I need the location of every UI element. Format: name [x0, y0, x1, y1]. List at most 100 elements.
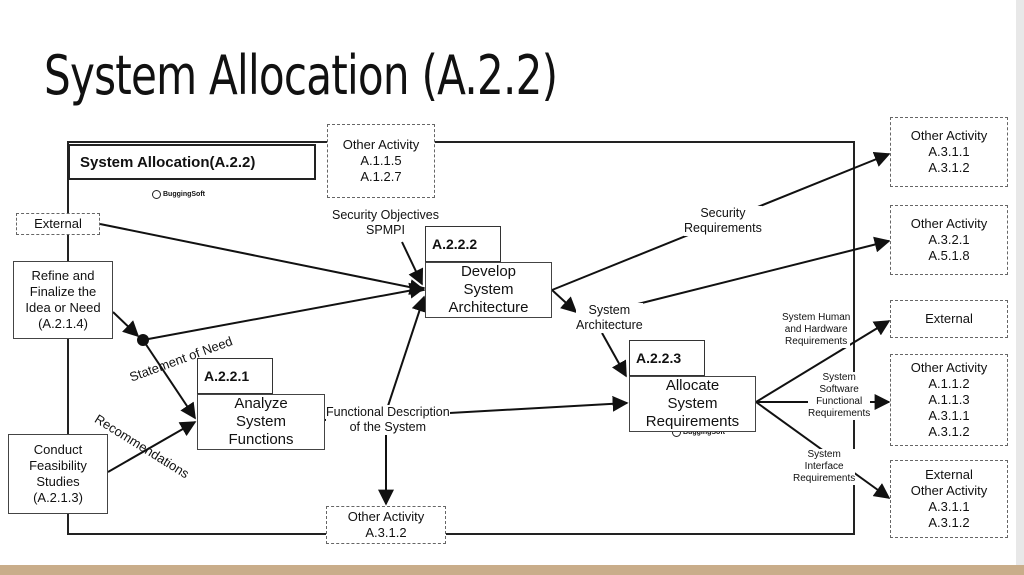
a223-activity-box: Allocate System Requirements: [629, 376, 756, 432]
other-top-line-3: A.1.2.7: [360, 169, 402, 184]
o5-line-2: Other Activity: [910, 483, 988, 498]
arrow-need-to-a221: [142, 339, 196, 420]
need-junction-dot: [137, 334, 149, 346]
security-requirements-line-1: Security: [700, 206, 746, 220]
o5-line-4: A.3.1.2: [928, 515, 970, 530]
interface-line-3: Requirements: [793, 473, 856, 484]
output-other-activity-4: Other Activity A.1.1.2 A.1.1.3 A.3.1.1 A…: [890, 354, 1008, 446]
arrow-need-to-a222: [142, 282, 426, 341]
human-hardware-line-2: and Hardware: [784, 324, 848, 335]
arrow-security-objectives-to-a222: [401, 241, 424, 286]
other-activity-top-box: Other Activity A.1.1.5 A.1.2.7: [327, 124, 435, 198]
interface-line-2: Interface: [804, 461, 844, 472]
o4-line-2: A.1.1.2: [928, 376, 970, 391]
refine-line-1: Refine and: [31, 268, 95, 283]
a221-name-line-2: System: [235, 413, 286, 430]
output-external-other-activity: External Other Activity A.3.1.1 A.3.1.2: [890, 460, 1008, 538]
buggingsoft-logo: BuggingSoft: [152, 190, 205, 199]
human-hardware-label: System Human and Hardware Requirements: [782, 312, 851, 348]
o1-line-3: A.3.1.2: [928, 160, 970, 175]
external-input-label: External: [34, 216, 82, 231]
output-other-activity-1: Other Activity A.3.1.1 A.3.1.2: [890, 117, 1008, 187]
right-edge-strip: [1016, 0, 1024, 565]
software-line-2: Software: [819, 384, 859, 395]
a222-activity-box: Develop System Architecture: [425, 262, 552, 318]
a221-id-tab: A.2.2.1: [197, 358, 273, 394]
refine-line-4: (A.2.1.4): [38, 316, 88, 331]
o2-line-2: A.3.2.1: [928, 232, 970, 247]
arrow-a222-to-architecture: [551, 289, 578, 314]
a222-id: A.2.2.2: [432, 236, 478, 252]
a221-name-line-1: Analyze: [234, 395, 288, 412]
bottom-accent-bar: [0, 565, 1024, 575]
functional-description-line-2: of the System: [349, 420, 427, 434]
arrow-functional-to-a222: [385, 295, 428, 413]
a222-name-line-3: Architecture: [448, 299, 529, 316]
conduct-feasibility-box: Conduct Feasibility Studies (A.2.1.3): [8, 434, 108, 514]
o2-line-3: A.5.1.8: [928, 248, 970, 263]
o4-line-3: A.1.1.3: [928, 392, 970, 407]
interface-label: System Interface Requirements: [793, 449, 856, 485]
logo-text-2: BuggingSoft: [683, 429, 725, 436]
a223-name-line-1: Allocate: [665, 377, 720, 394]
other-activity-bottom-box: Other Activity A.3.1.2: [326, 506, 446, 544]
o3-line-1: External: [925, 311, 973, 326]
frame-title: System Allocation(A.2.2): [68, 144, 316, 180]
o1-line-1: Other Activity: [910, 128, 988, 143]
external-input-box: External: [16, 213, 100, 235]
functional-description-label: Functional Description of the System: [326, 405, 450, 435]
security-objectives-line-2: SPMPI: [366, 223, 405, 237]
other-top-line-2: A.1.1.5: [360, 153, 402, 168]
a222-id-tab: A.2.2.2: [425, 226, 501, 262]
a223-name-line-3: Requirements: [645, 413, 740, 430]
a223-id: A.2.2.3: [636, 350, 682, 366]
software-line-3: Functional: [816, 396, 863, 407]
a223-id-tab: A.2.2.3: [629, 340, 705, 376]
slide-title: System Allocation (A.2.2): [44, 44, 558, 107]
security-objectives-line-1: Security Objectives: [332, 208, 439, 222]
conduct-line-1: Conduct: [33, 442, 83, 457]
o5-line-1: External: [925, 467, 973, 482]
o4-line-5: A.3.1.2: [928, 424, 970, 439]
system-architecture-line-1: System: [588, 303, 631, 317]
o2-line-1: Other Activity: [910, 216, 988, 231]
arrow-external-to-a222: [99, 223, 426, 295]
functional-description-line-1: Functional Description: [326, 405, 450, 419]
conduct-line-4: (A.2.1.3): [33, 490, 83, 505]
security-requirements-label: Security Requirements: [684, 206, 762, 236]
a222-name-line-2: System: [463, 281, 514, 298]
other-bottom-line-1: Other Activity: [347, 509, 425, 524]
system-architecture-line-2: Architecture: [576, 318, 643, 332]
o5-line-3: A.3.1.1: [928, 499, 970, 514]
output-external: External: [890, 300, 1008, 338]
refine-idea-box: Refine and Finalize the Idea or Need (A.…: [13, 261, 113, 339]
software-line-4: Requirements: [808, 408, 871, 419]
o1-line-2: A.3.1.1: [928, 144, 970, 159]
conduct-line-2: Feasibility: [29, 458, 87, 473]
arrow-refine-to-junction: [112, 311, 140, 338]
logo-mark: [152, 190, 161, 199]
interface-line-1: System: [807, 449, 841, 460]
o4-line-1: Other Activity: [910, 360, 988, 375]
a223-name-line-2: System: [667, 395, 718, 412]
human-hardware-line-3: Requirements: [785, 336, 848, 347]
output-other-activity-2: Other Activity A.3.2.1 A.5.1.8: [890, 205, 1008, 275]
other-top-line-1: Other Activity: [342, 137, 420, 152]
logo-text: BuggingSoft: [163, 191, 205, 198]
a221-activity-box: Analyze System Functions: [197, 394, 325, 450]
a221-id: A.2.2.1: [204, 368, 250, 384]
arrow-conduct-to-a221: [107, 421, 197, 473]
refine-line-3: Idea or Need: [25, 300, 101, 315]
refine-line-2: Finalize the: [29, 284, 97, 299]
o4-line-4: A.3.1.1: [928, 408, 970, 423]
a222-name-line-1: Develop: [460, 263, 517, 280]
conduct-line-3: Studies: [36, 474, 80, 489]
arrow-architecture-to-a223: [601, 332, 627, 378]
security-objectives-label: Security Objectives SPMPI: [332, 208, 439, 238]
other-bottom-line-2: A.3.1.2: [365, 525, 407, 540]
human-hardware-line-1: System Human: [782, 312, 851, 323]
software-label: System Software Functional Requirements: [808, 372, 871, 420]
arrow-a223-to-o3: [755, 320, 891, 403]
system-architecture-label: System Architecture: [576, 303, 643, 333]
security-requirements-line-2: Requirements: [684, 221, 762, 235]
